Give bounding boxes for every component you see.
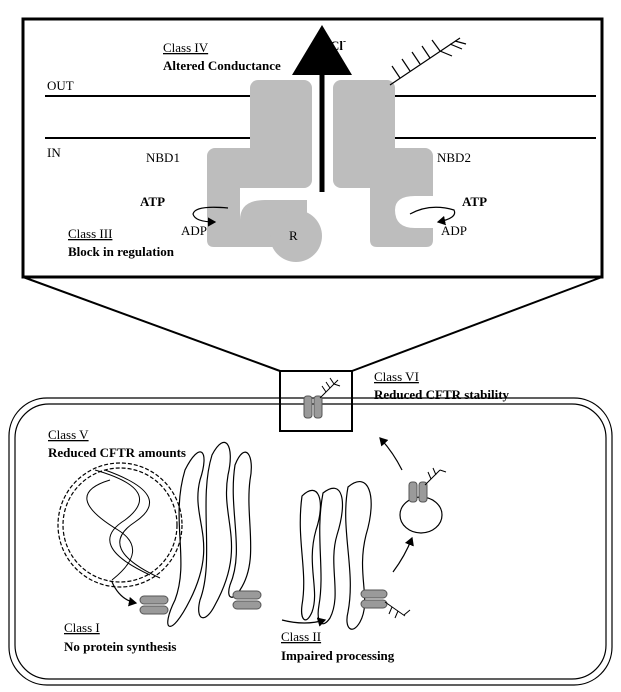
zoom-source-box <box>279 370 353 432</box>
r-label: R <box>289 228 298 243</box>
golgi-apparatus <box>299 481 372 630</box>
r-domain <box>270 210 322 262</box>
class4-desc: Altered Conductance <box>163 58 281 73</box>
class3-name: Class III <box>68 226 112 241</box>
cftr-right-half <box>333 80 433 247</box>
vesicle-arrow <box>392 536 414 573</box>
right-atp-label: ATP <box>462 194 487 209</box>
in-label: IN <box>47 145 61 160</box>
nucleus <box>57 462 183 588</box>
class3-desc: Block in regulation <box>68 244 175 259</box>
chloride-label: Cl- <box>330 36 346 53</box>
nascent-cftr-icon <box>139 595 169 615</box>
left-atp-hydrolysis-arrow <box>192 206 229 227</box>
right-atp-hydrolysis-arrow <box>409 206 456 226</box>
golgi-cftr-icon <box>360 589 411 619</box>
synthesis-arrow <box>111 581 138 607</box>
membrane-cftr-icon <box>303 377 341 419</box>
class4-name: Class IV <box>163 40 209 55</box>
nbd1-label: NBD1 <box>146 150 180 165</box>
glycosylation-chain-icon <box>389 37 467 86</box>
er-cftr-icon <box>232 590 262 610</box>
left-atp-label: ATP <box>140 194 165 209</box>
transport-vesicle <box>399 467 447 534</box>
right-adp-label: ADP <box>441 223 467 238</box>
zoom-line-right <box>351 276 603 372</box>
endoplasmic-reticulum <box>167 441 252 627</box>
nbd2-label: NBD2 <box>437 150 471 165</box>
out-label: OUT <box>47 78 74 93</box>
class2-desc: Impaired processing <box>281 648 395 663</box>
membrane-insertion-arrow <box>379 437 403 471</box>
class5-desc: Reduced CFTR amounts <box>48 445 186 460</box>
zoom-line-left <box>22 276 281 372</box>
processing-arrow <box>281 617 327 627</box>
class1-desc: No protein synthesis <box>64 639 176 654</box>
class6-desc: Reduced CFTR stability <box>374 387 510 402</box>
left-adp-label: ADP <box>181 223 207 238</box>
class2-name: Class II <box>281 629 321 644</box>
class6-name: Class VI <box>374 369 419 384</box>
class1-name: Class I <box>64 620 100 635</box>
class5-name: Class V <box>48 427 89 442</box>
cftr-left-half <box>207 80 322 262</box>
